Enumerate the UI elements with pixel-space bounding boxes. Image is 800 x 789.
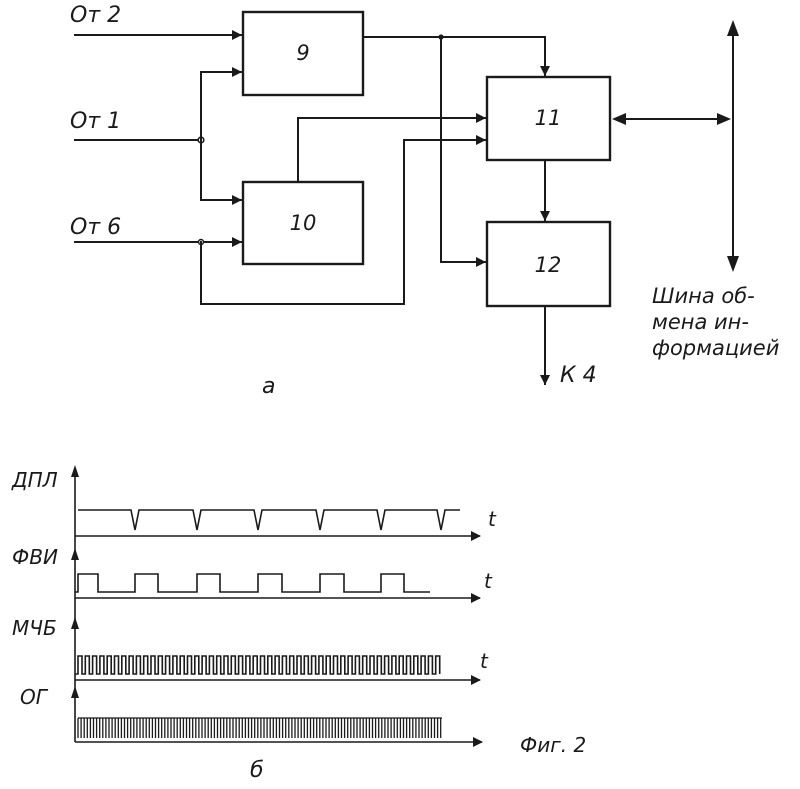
wire-9-to-11 bbox=[363, 37, 545, 75]
sublabel-b: б bbox=[250, 758, 264, 783]
waveform-dpl bbox=[78, 510, 460, 530]
axis-arrow-og bbox=[71, 686, 79, 698]
sublabel-a: а bbox=[262, 374, 275, 399]
wire-11-bus-arrow-right bbox=[717, 113, 731, 125]
signal-label-dpl: ДПЛ bbox=[11, 468, 58, 492]
input-from-6-label: От 6 bbox=[70, 215, 121, 240]
signal-label-og: ОГ bbox=[20, 685, 49, 709]
axis-arrow-dpl bbox=[71, 465, 79, 477]
bus-label-line2: мена ин- bbox=[652, 310, 749, 334]
t-label-fvi: t bbox=[484, 569, 493, 593]
bus-arrow-down bbox=[727, 256, 739, 272]
wire-11-bus-arrow-left bbox=[612, 113, 626, 125]
waveform-mchb bbox=[75, 656, 440, 674]
waveform-fvi bbox=[75, 574, 430, 592]
t-label-dpl: t bbox=[488, 507, 497, 531]
axis-arrow-fvi bbox=[71, 548, 79, 560]
wire-9-to-12 bbox=[441, 37, 485, 262]
t-label-mchb: t bbox=[480, 649, 489, 673]
block-10-label: 10 bbox=[290, 211, 317, 235]
bus-label-line3: формацией bbox=[652, 336, 779, 360]
bus-label-line1: Шина об- bbox=[652, 284, 755, 308]
waveform-og bbox=[78, 718, 442, 738]
block-12-label: 12 bbox=[535, 253, 562, 277]
wire-10-to-11 bbox=[298, 118, 485, 182]
output-k4-label: К 4 bbox=[560, 363, 597, 388]
signal-label-mchb: МЧБ bbox=[12, 616, 57, 640]
input-from-2-label: От 2 bbox=[70, 3, 121, 28]
axis-arrow-mchb bbox=[71, 617, 79, 629]
figure-caption: Фиг. 2 bbox=[520, 733, 586, 757]
input-from-1-label: От 1 bbox=[70, 109, 121, 134]
block-11-label: 11 bbox=[535, 106, 562, 130]
signal-label-fvi: ФВИ bbox=[12, 545, 58, 569]
bus-arrow-up bbox=[727, 20, 739, 36]
block-9-label: 9 bbox=[296, 41, 309, 65]
